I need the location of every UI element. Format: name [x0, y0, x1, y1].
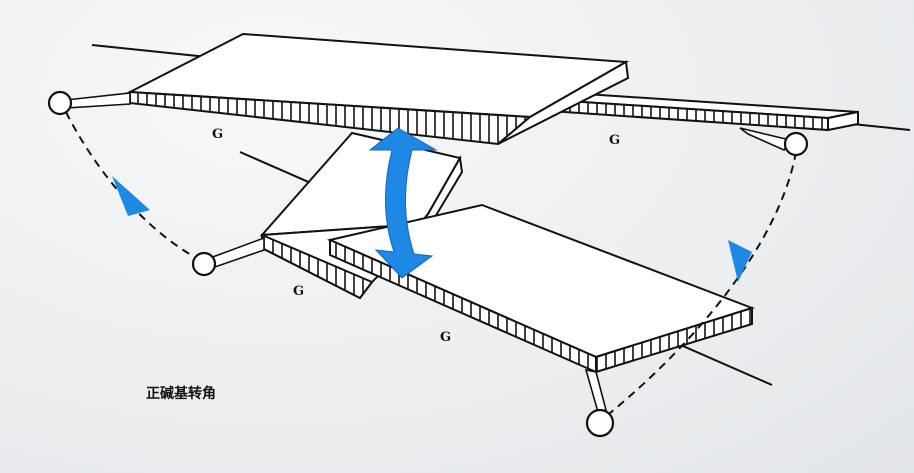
dashed-path-left: [65, 111, 205, 263]
joint-mid-left: [191, 236, 265, 277]
g-label-mid-left: G: [293, 284, 304, 299]
g-label-top-left: G: [212, 127, 223, 142]
g-label-top-right: G: [609, 133, 620, 148]
diagram-caption: 正碱基转角: [146, 386, 216, 402]
joint-bottom: [584, 368, 615, 438]
plate-top-left: [126, 32, 630, 146]
joint-top-left: [47, 90, 131, 116]
direction-arrow-right: [728, 240, 752, 282]
rotation-double-arrow-icon: [368, 127, 438, 279]
g-label-mid-bottom: G: [440, 330, 451, 345]
direction-arrow-left: [112, 176, 150, 216]
joint-top-right: [739, 127, 809, 157]
dashed-path-right: [603, 151, 797, 419]
